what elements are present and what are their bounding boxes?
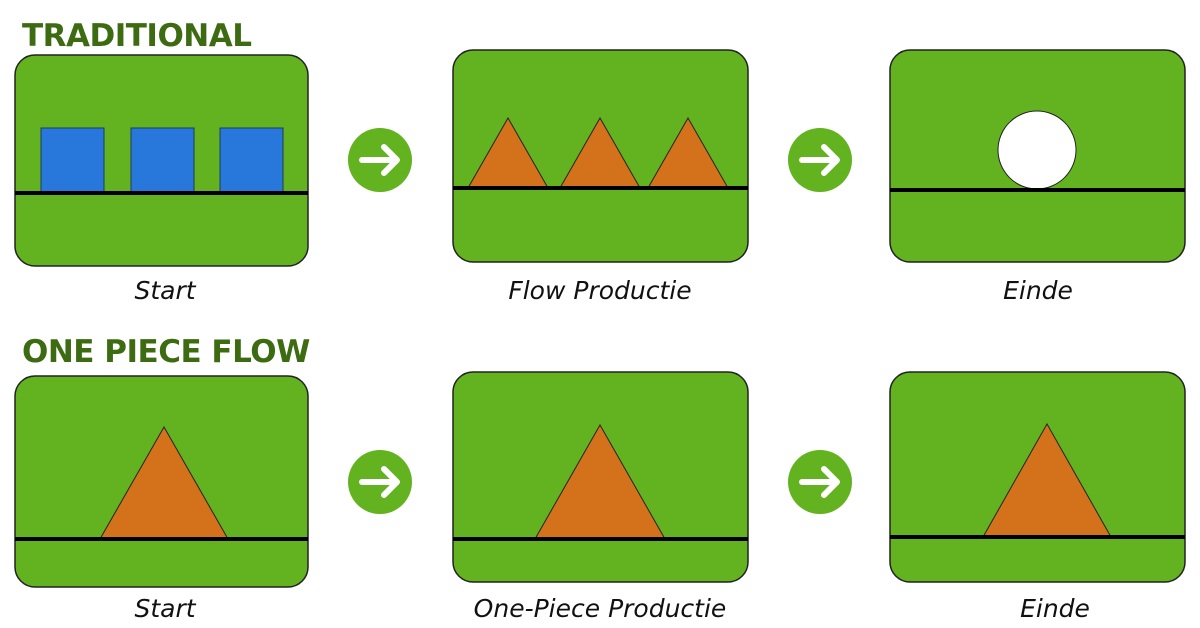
panel-onepiece-production bbox=[452, 371, 749, 583]
square-part bbox=[40, 127, 105, 193]
stage-label: Start bbox=[134, 276, 196, 305]
arrow-right-circle-icon bbox=[788, 128, 852, 192]
panel-onepiece-start bbox=[14, 375, 309, 588]
stage-label: One-Piece Productie bbox=[474, 594, 727, 623]
square-part bbox=[219, 127, 284, 193]
stage-label: Flow Productie bbox=[508, 276, 691, 305]
stage-label: Einde bbox=[1003, 276, 1073, 305]
square-part bbox=[130, 127, 195, 193]
arrow-right-circle-icon bbox=[348, 128, 412, 192]
stage-label: Einde bbox=[1020, 594, 1090, 623]
panel-traditional-end bbox=[889, 49, 1186, 263]
panel-onepiece-end bbox=[889, 371, 1186, 583]
panel-traditional-flow bbox=[452, 49, 749, 263]
arrow-right-circle-icon bbox=[348, 450, 412, 514]
row-title-traditional: TRADITIONAL bbox=[22, 18, 252, 54]
arrow-right-circle-icon bbox=[788, 450, 852, 514]
circle-product bbox=[997, 110, 1077, 190]
stage-label: Start bbox=[134, 594, 196, 623]
row-title-one-piece-flow: ONE PIECE FLOW bbox=[22, 334, 310, 370]
panel-traditional-start bbox=[14, 54, 309, 267]
